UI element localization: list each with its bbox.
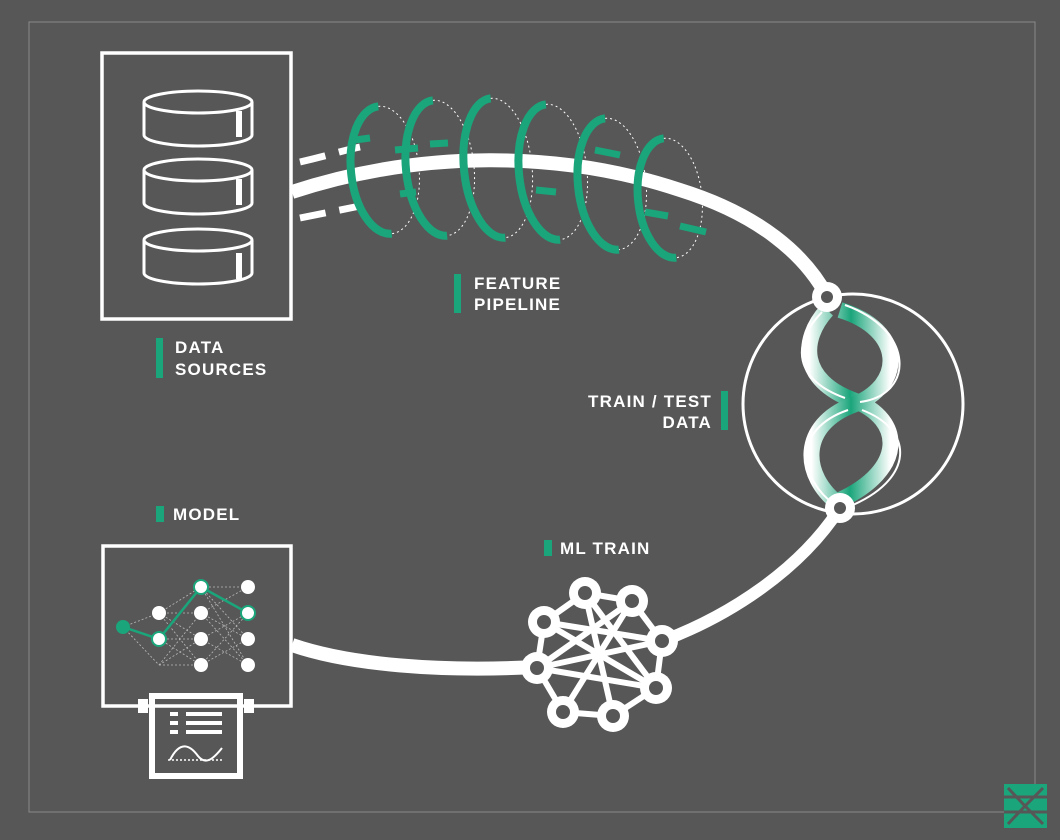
train-test-label-line2: DATA xyxy=(663,413,713,432)
data-sources-label-line2: SOURCES xyxy=(175,360,267,379)
train-test-split-icon xyxy=(741,282,965,523)
data-sources-label-line1: DATA xyxy=(175,338,225,357)
outer-frame xyxy=(28,21,1036,813)
feature-pipeline-rings xyxy=(346,94,707,262)
data-sources-node: DATA SOURCES xyxy=(100,51,293,379)
data-sources-box xyxy=(100,51,293,321)
ml-train-accent-bar xyxy=(544,540,552,556)
report-chart-icon xyxy=(103,693,291,779)
model-node xyxy=(101,544,293,708)
feature-pipeline-label-line1: FEATURE xyxy=(474,274,561,293)
data-sources-accent-bar xyxy=(156,338,163,378)
model-label: MODEL xyxy=(173,505,240,524)
train-test-accent-bar xyxy=(721,391,728,430)
database-icon xyxy=(142,89,254,286)
ml-train-label: ML TRAIN xyxy=(560,539,651,558)
brand-logo-icon xyxy=(1004,784,1047,828)
train-test-label-line1: TRAIN / TEST xyxy=(588,392,712,411)
neural-network-icon xyxy=(521,577,678,732)
feature-pipeline-label-line2: PIPELINE xyxy=(474,295,561,314)
model-network-icon xyxy=(116,579,256,672)
model-box xyxy=(101,544,293,708)
feature-pipeline-accent-bar xyxy=(454,274,461,313)
model-accent-bar xyxy=(156,506,164,522)
